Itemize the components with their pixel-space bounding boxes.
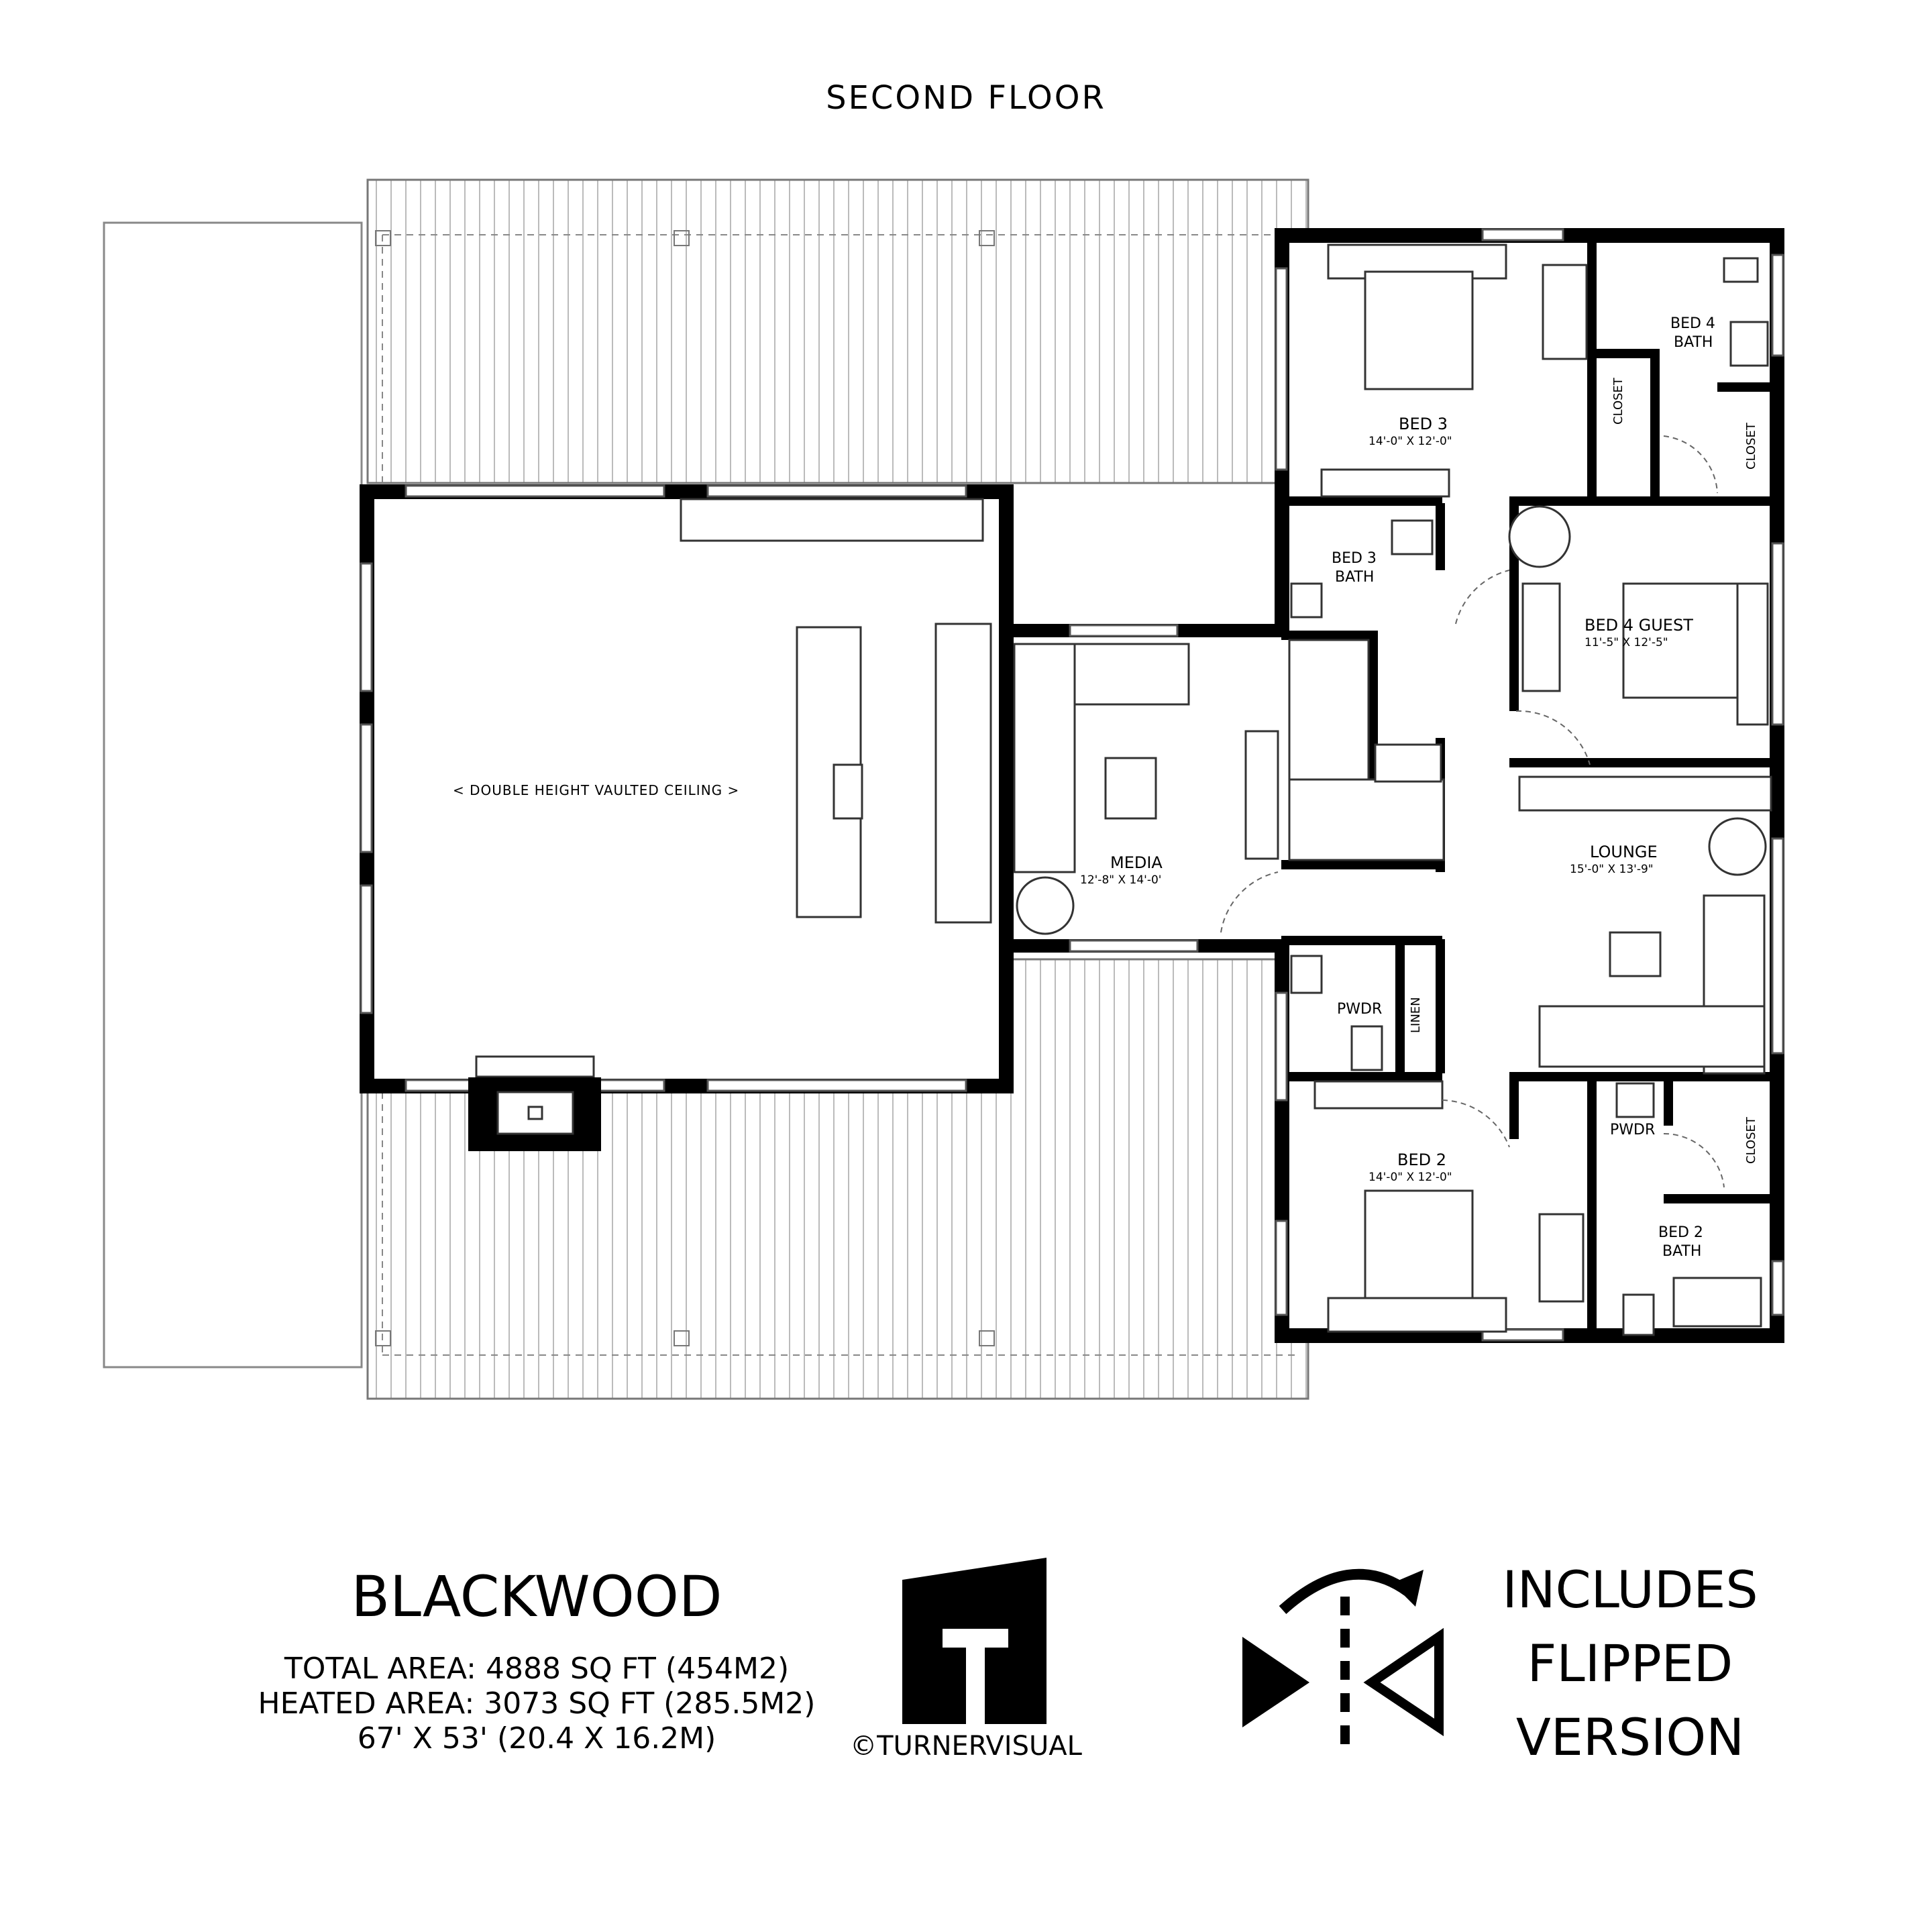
bed2-bath-label-2: BATH: [1662, 1243, 1702, 1260]
closet-label: CLOSET: [1611, 378, 1625, 425]
windows: [360, 228, 1784, 1342]
lounge-label: LOUNGE: [1590, 843, 1658, 861]
turnervisual-logo: [902, 1558, 1046, 1724]
flipped-line-2: FLIPPED: [1527, 1633, 1733, 1693]
bed4-guest-label: BED 4 GUEST: [1585, 616, 1693, 635]
media-label: MEDIA: [1110, 853, 1163, 872]
copyright: ©TURNERVISUAL: [850, 1731, 1082, 1762]
roof-outline: [103, 221, 363, 1368]
brand-title: BLACKWOOD: [351, 1564, 722, 1629]
total-area: TOTAL AREA: 4888 SQ FT (454M2): [284, 1652, 790, 1686]
bed4-guest-size: 11'-5" X 12'-5": [1585, 636, 1668, 649]
powder-room-label: PWDR: [1610, 1122, 1656, 1138]
bed4-bath-label-2: BATH: [1674, 334, 1713, 351]
bed3-size: 14'-0" X 12'-0": [1368, 435, 1452, 448]
bed3-label: BED 3: [1399, 415, 1448, 433]
linen-label: LINEN: [1409, 997, 1423, 1033]
bed3-bath-label-2: BATH: [1335, 569, 1375, 586]
powder-room-label: PWDR: [1337, 1001, 1383, 1018]
plan-dimensions: 67' X 53' (20.4 X 16.2M): [357, 1721, 716, 1756]
heated-area: HEATED AREA: 3073 SQ FT (285.5M2): [258, 1686, 816, 1721]
closet-label: CLOSET: [1744, 423, 1758, 470]
furniture: [468, 244, 1772, 1336]
flipped-version-label: INCLUDES FLIPPED VERSION: [1456, 1553, 1805, 1774]
bed4-bath-label-1: BED 4: [1670, 315, 1715, 332]
door-swings: [1220, 435, 1725, 1188]
flipped-line-3: VERSION: [1515, 1707, 1745, 1767]
bed3-bath-label-1: BED 3: [1332, 550, 1377, 567]
lounge-size: 15'-0" X 13'-9": [1570, 863, 1654, 876]
bed2-label: BED 2: [1397, 1150, 1447, 1169]
flipped-line-1: INCLUDES: [1502, 1560, 1758, 1619]
plan-stats: TOTAL AREA: 4888 SQ FT (454M2) HEATED AR…: [221, 1652, 852, 1756]
bed2-size: 14'-0" X 12'-0": [1368, 1171, 1452, 1184]
bed2-bath-label-1: BED 2: [1658, 1224, 1703, 1241]
page-title: SECOND FLOOR: [826, 79, 1106, 117]
flip-icon: [1242, 1568, 1444, 1750]
media-size: 12'-8" X 14'-0': [1080, 873, 1162, 887]
closet-label: CLOSET: [1744, 1117, 1758, 1164]
vaulted-ceiling-label: < DOUBLE HEIGHT VAULTED CEILING >: [453, 782, 740, 798]
